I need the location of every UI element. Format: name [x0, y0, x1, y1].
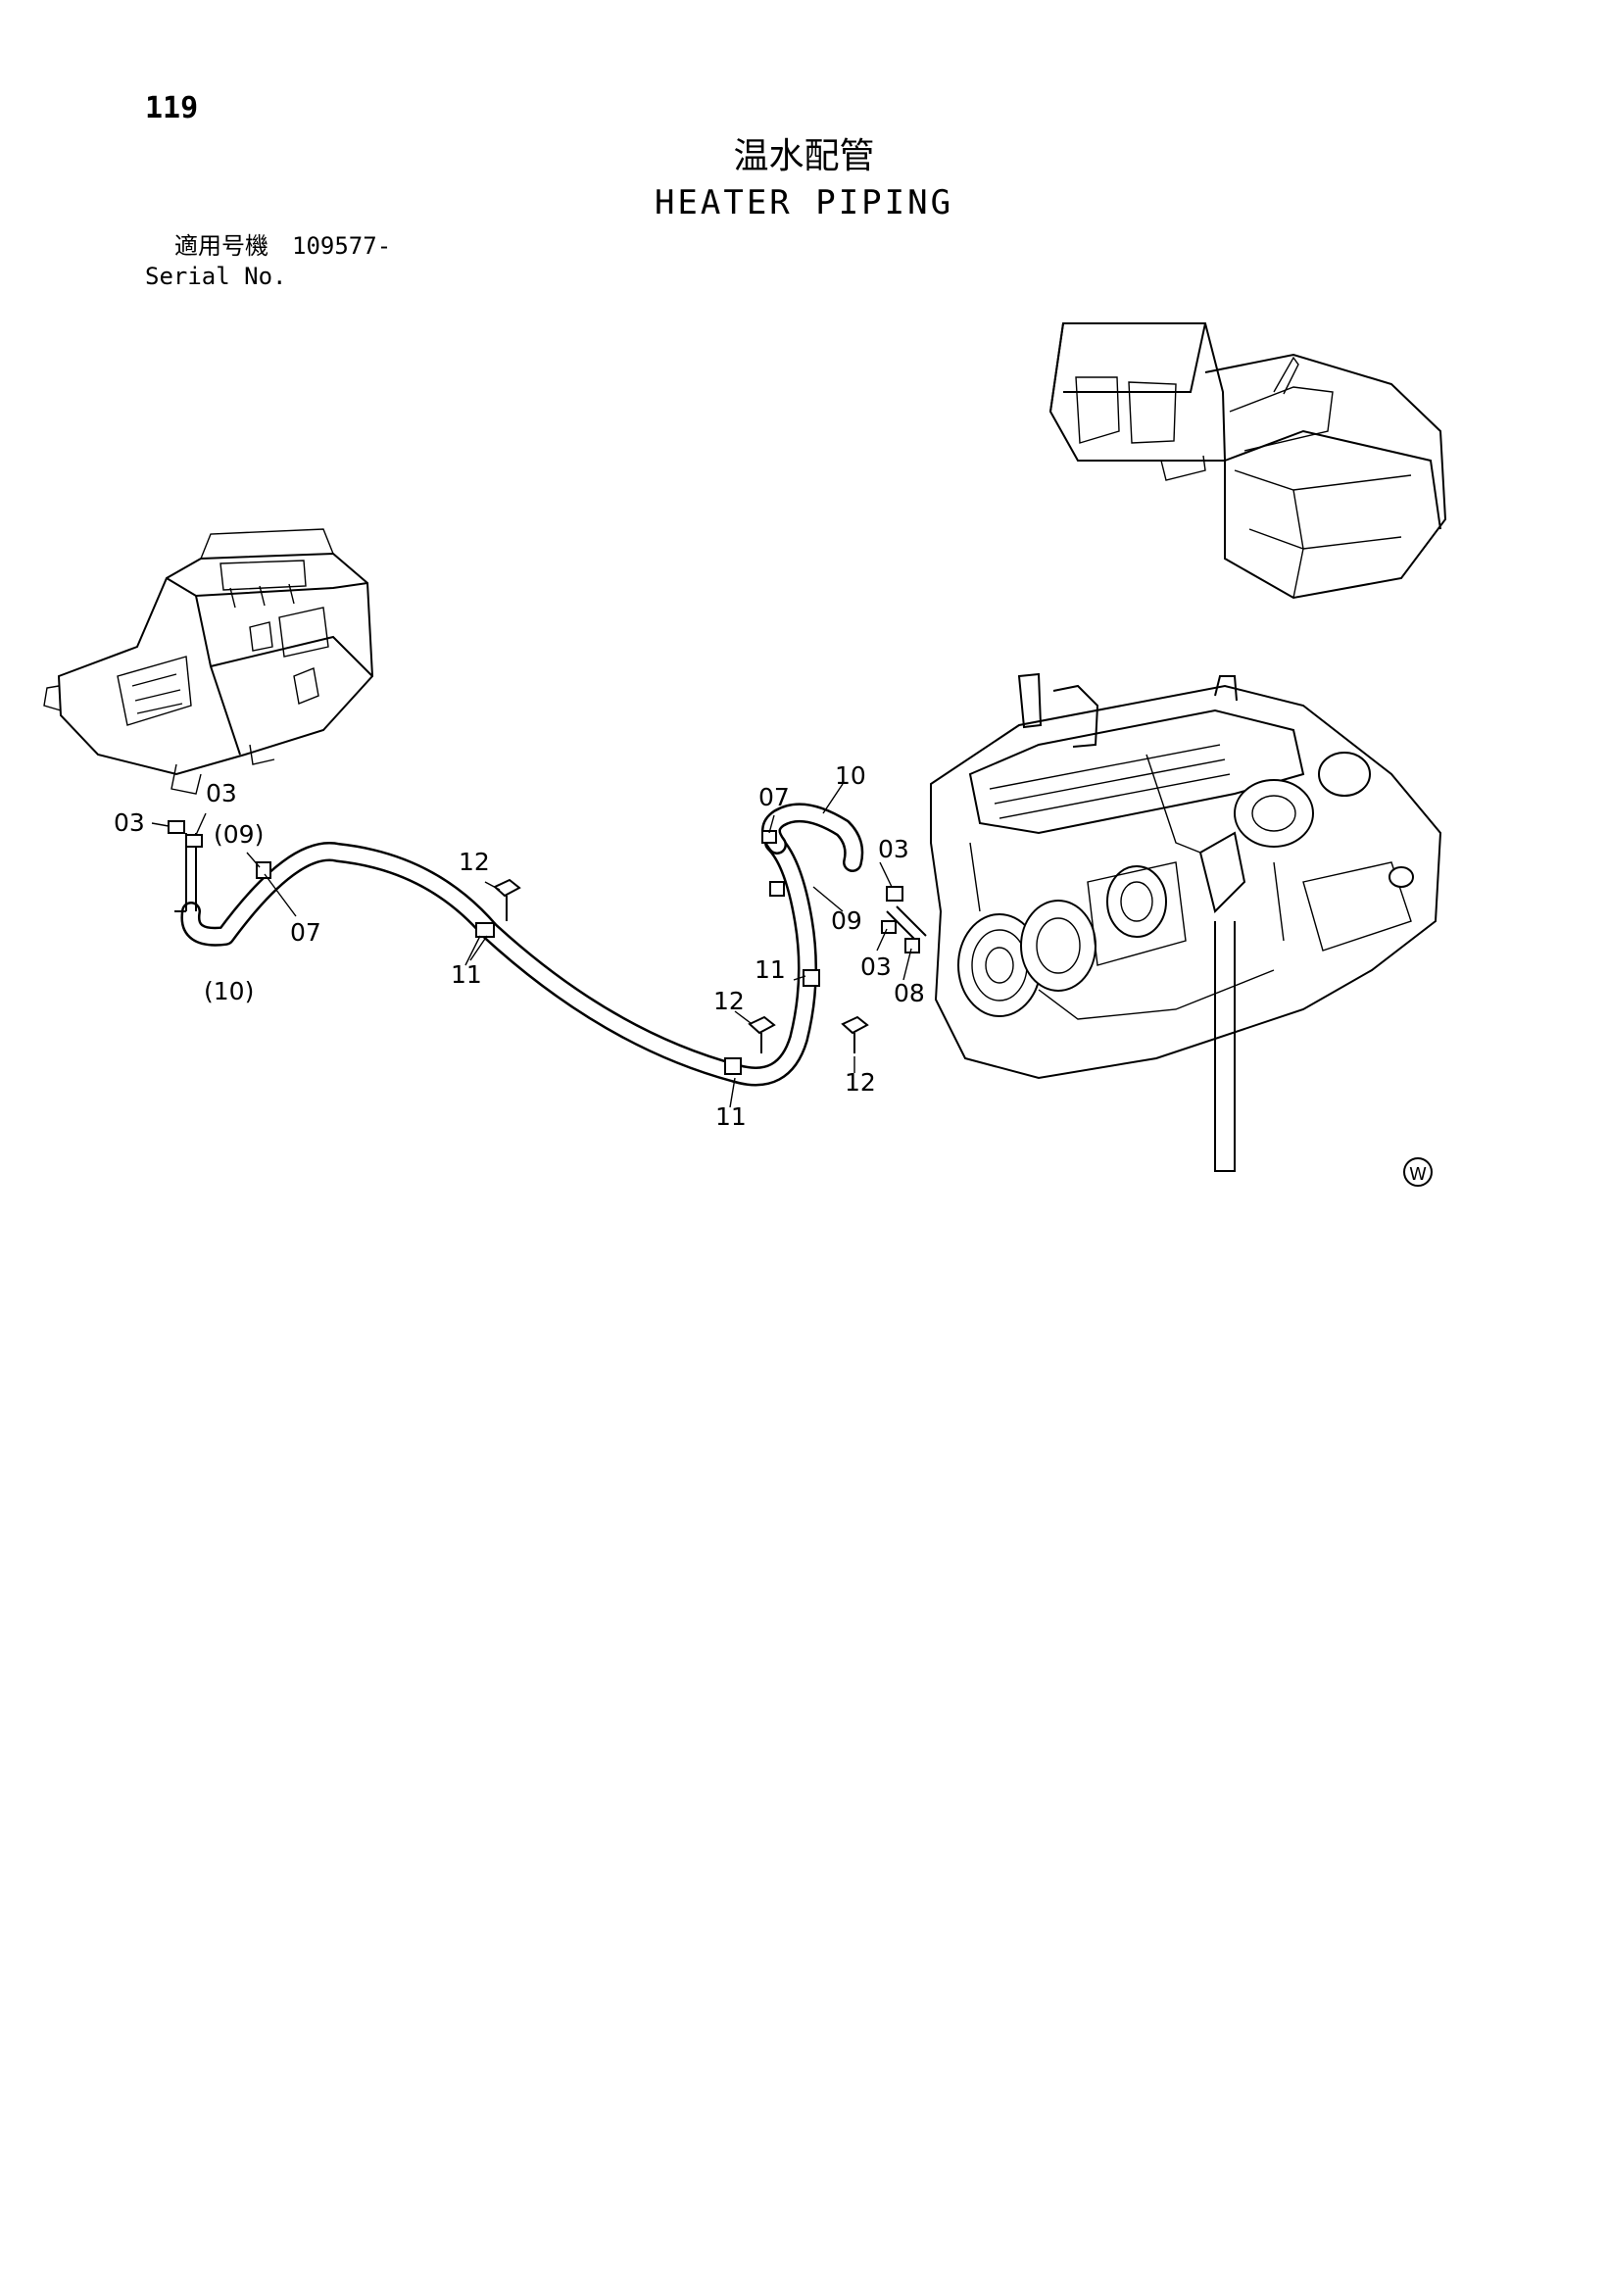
heater-unit-illustration: [43, 528, 374, 795]
bolts: [493, 878, 869, 1053]
callout-07-left: 07: [290, 918, 321, 947]
serial-number-value: 109577-: [292, 232, 392, 260]
callout-11-right: 11: [755, 955, 786, 984]
callout-labels: 03 03 (09) 07 (10) 12 11 07 10 03 09 03 …: [114, 761, 925, 1131]
callout-10-paren: (10): [204, 977, 254, 1005]
callout-10-right: 10: [835, 761, 866, 790]
heater-hose-long: [180, 833, 817, 1087]
excavator-location-sketch: [1048, 322, 1447, 600]
callout-11-bottom: 11: [715, 1102, 747, 1131]
leader-lines: [151, 783, 912, 1108]
callout-03-right-top: 03: [878, 835, 909, 863]
circled-w-mark: W: [1403, 1157, 1433, 1187]
hose-clamps: [168, 820, 920, 1075]
callout-03-right-low: 03: [860, 953, 892, 981]
page-title-english: HEATER PIPING: [654, 183, 954, 222]
callout-08: 08: [894, 979, 925, 1007]
page-title-japanese: 温水配管: [733, 136, 875, 176]
callout-03-left: 03: [114, 808, 145, 837]
callout-12-lower: 12: [713, 987, 745, 1015]
callout-03-upper: 03: [206, 779, 237, 807]
circled-w-letter: W: [1409, 1164, 1427, 1185]
callout-07-right: 07: [758, 783, 790, 811]
callout-09-right: 09: [831, 906, 862, 935]
engine-illustration: [930, 672, 1442, 1172]
page-number: 119: [145, 91, 199, 125]
serial-label-japanese: 適用号機: [174, 232, 268, 260]
callout-11-mid: 11: [451, 960, 482, 989]
serial-label-english: Serial No.: [145, 263, 287, 290]
heater-hose-short: [761, 803, 864, 872]
callout-09-paren: (09): [214, 820, 264, 849]
callout-12-top: 12: [459, 848, 490, 876]
callout-12-right: 12: [845, 1068, 876, 1097]
